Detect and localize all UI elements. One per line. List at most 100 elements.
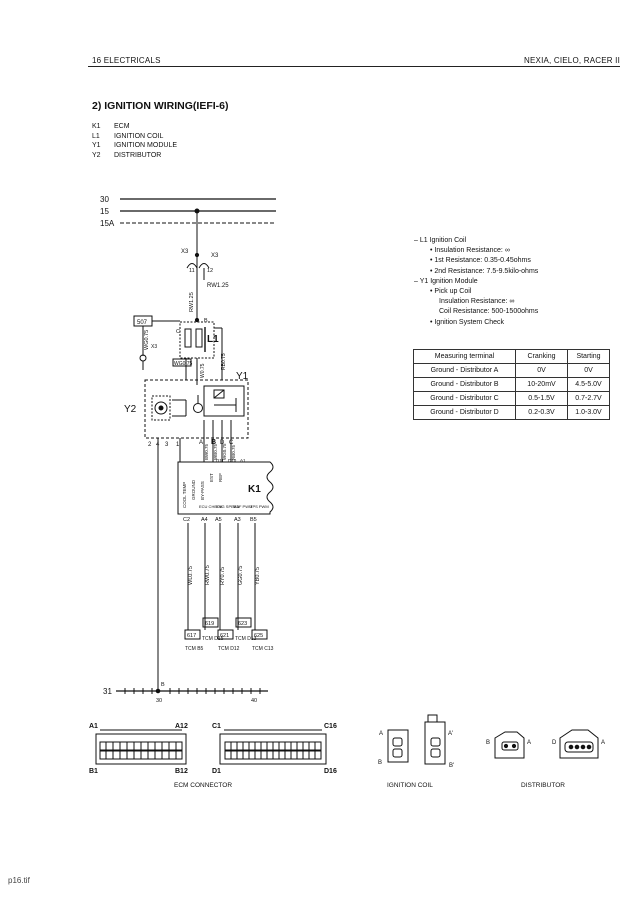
rail-30-label: 30 — [100, 195, 109, 204]
dist-conn-terminals — [564, 741, 594, 753]
fuse-arc — [198, 263, 210, 269]
coil-conn-right-shell — [424, 721, 446, 765]
ecm-connector-left-shell — [95, 733, 187, 765]
k1-bottom-func: TPS PWM — [250, 504, 269, 509]
ecm-pin-d16: D16 — [324, 768, 337, 775]
lower-wire-label: WL0.75 — [188, 566, 194, 585]
spec-item: • Insulation Resistance: ∞ — [430, 247, 510, 255]
x3-small-label: X3 — [151, 344, 157, 350]
coil-conn-a: A — [379, 731, 383, 737]
ecm-pin-b1: B1 — [89, 768, 98, 775]
coil-connector-caption: IGNITION COIL — [387, 782, 433, 789]
k1-top-sub: D11 — [216, 458, 224, 463]
box-621 — [217, 629, 234, 640]
k1-func: COOL TEMP — [182, 482, 187, 508]
k1-top-sub: D10 — [228, 458, 237, 463]
table-row: Ground - Distributor A 0V 0V — [413, 363, 610, 378]
lower-wire-label: RW0.75 — [205, 565, 211, 585]
dist-conn-b: B — [486, 740, 490, 746]
rail-15a-label: 15A — [100, 219, 115, 228]
wire-rw125-vertical-label: RW1.25 — [189, 292, 195, 312]
wg075-tag — [172, 358, 192, 367]
tcm-d13-label: TCM D13 — [235, 636, 257, 642]
coil-conn-tab — [427, 714, 438, 722]
k1-bottom-pin: A4 — [201, 517, 208, 523]
spec-item: • 2nd Resistance: 7.5-9.5kilo-ohms — [430, 267, 539, 275]
header-left: 16 ELECTRICALS — [92, 56, 161, 65]
junction-dot — [155, 688, 161, 694]
tcm-d15-label: TCM D15 — [202, 636, 224, 642]
ignition-coil-connector: A A' B B' IGNITION COIL — [378, 714, 454, 789]
dist-conn-pin — [568, 744, 574, 750]
box-619-label: 619 — [205, 621, 214, 627]
wire-wg075-label: WG0.75 — [174, 361, 193, 367]
coil-conn-terminal — [430, 737, 441, 747]
module-relay — [213, 389, 225, 399]
tcm-b5-label: TCM B5 — [185, 646, 204, 652]
distributor-connector: B A D A DISTRIBUTOR — [486, 729, 605, 789]
k1-func: BY-PASS — [200, 481, 205, 500]
dist-pin: 2 — [148, 442, 152, 448]
pickup-rotor — [154, 401, 168, 415]
pickup-hub — [158, 405, 164, 411]
coil-winding-secondary — [195, 328, 203, 348]
coil-conn-left-shell — [387, 729, 409, 763]
dist-conn-pin — [511, 743, 517, 749]
dist-conn-a: A — [527, 740, 531, 746]
k1-top-pin: B — [211, 439, 216, 446]
k1-top-pin: D — [220, 440, 225, 446]
module-transistor — [193, 403, 203, 413]
dist-conn-a2: A — [601, 740, 605, 746]
ecm-pin-b12: B12 — [175, 768, 188, 775]
k1-bottom-pin: A3 — [234, 517, 241, 523]
dist-conn-d: D — [552, 740, 557, 746]
ecm-connector: A1 A12 B1 B12 C1 C16 D1 D16 ECM CONNECTO… — [89, 723, 337, 789]
k1-bottom-pin: C2 — [183, 517, 190, 523]
k1-top-pin: C — [229, 440, 234, 446]
k1-func: REF — [218, 473, 223, 482]
header-right: NEXIA, CIELO, RACER II — [524, 56, 620, 65]
coil-conn-b: B — [378, 760, 382, 766]
spec-item: Insulation Resistance: ∞ — [439, 298, 515, 306]
k1-bottom-func: ENG SPEED — [216, 504, 239, 509]
table-row: Ground - Distributor C 0.5-1.5V 0.7-2.7V — [413, 391, 610, 406]
dist-conn-right-shell — [559, 729, 599, 759]
junction-dot — [194, 252, 200, 258]
distributor-pickup-y2 — [151, 395, 187, 421]
ecm-pin-c1: C1 — [212, 723, 221, 730]
k1-label: K1 — [248, 484, 261, 495]
spec-item: • Pick up Coil — [430, 288, 472, 296]
ground-31-label: 31 — [103, 687, 112, 696]
box-617-label: 617 — [187, 633, 196, 639]
ground-bus: 31 B 30 40 — [103, 682, 268, 704]
ecm-pin-a12: A12 — [175, 723, 188, 730]
distributor-enclosure — [144, 379, 249, 439]
dist-pin: 3 — [165, 442, 169, 448]
ground-30-label: 30 — [156, 698, 162, 704]
k1-bottom-pin: B5 — [250, 517, 257, 523]
module-relay-diag — [213, 389, 225, 399]
dist-conn-left-shell — [494, 731, 525, 759]
box-625-label: 625 — [254, 633, 263, 639]
coil-pin-b: B — [204, 318, 208, 324]
spec-y1-title: – Y1 Ignition Module — [414, 277, 478, 285]
rail-15-label: 15 — [100, 207, 109, 216]
fuse-arc — [186, 263, 198, 269]
box-621-label: 621 — [220, 633, 229, 639]
coil-conn-terminal — [430, 748, 441, 758]
ecm-k1: K1 COOL TEMP GROUND BY-PASS EST REF ECU … — [177, 461, 274, 515]
l1-label: L1 — [207, 334, 219, 345]
ecm-connector-caption: ECM CONNECTOR — [174, 782, 232, 789]
dist-conn-terminals — [501, 741, 519, 751]
box-623 — [235, 617, 252, 628]
x3-right-label: X3 — [211, 253, 219, 259]
table-cell: 1.0-3.0V — [567, 405, 610, 420]
ecm-connector-right-shell — [219, 733, 327, 765]
k1-func: EST — [209, 473, 214, 482]
pin-12-label: 12 — [207, 268, 213, 274]
wire-wg75-label: WG0.75 — [144, 330, 150, 350]
ecm-pin-dividers — [230, 742, 316, 759]
